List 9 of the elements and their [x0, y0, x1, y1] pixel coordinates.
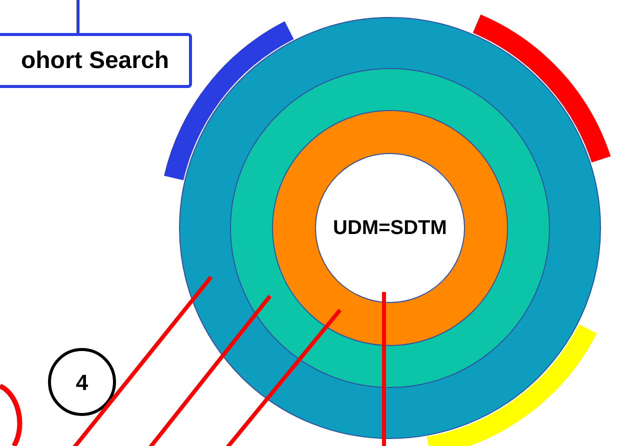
node-label: 4	[76, 368, 88, 396]
process-box	[0, 33, 192, 88]
node-label: UDM=SDTM	[333, 216, 447, 241]
leader-line	[224, 308, 342, 446]
node-label: ohort Search	[20, 46, 169, 76]
leader-line	[70, 276, 213, 446]
connector-line	[76, 0, 80, 33]
leader-line	[382, 292, 386, 446]
leader-line	[146, 294, 272, 446]
